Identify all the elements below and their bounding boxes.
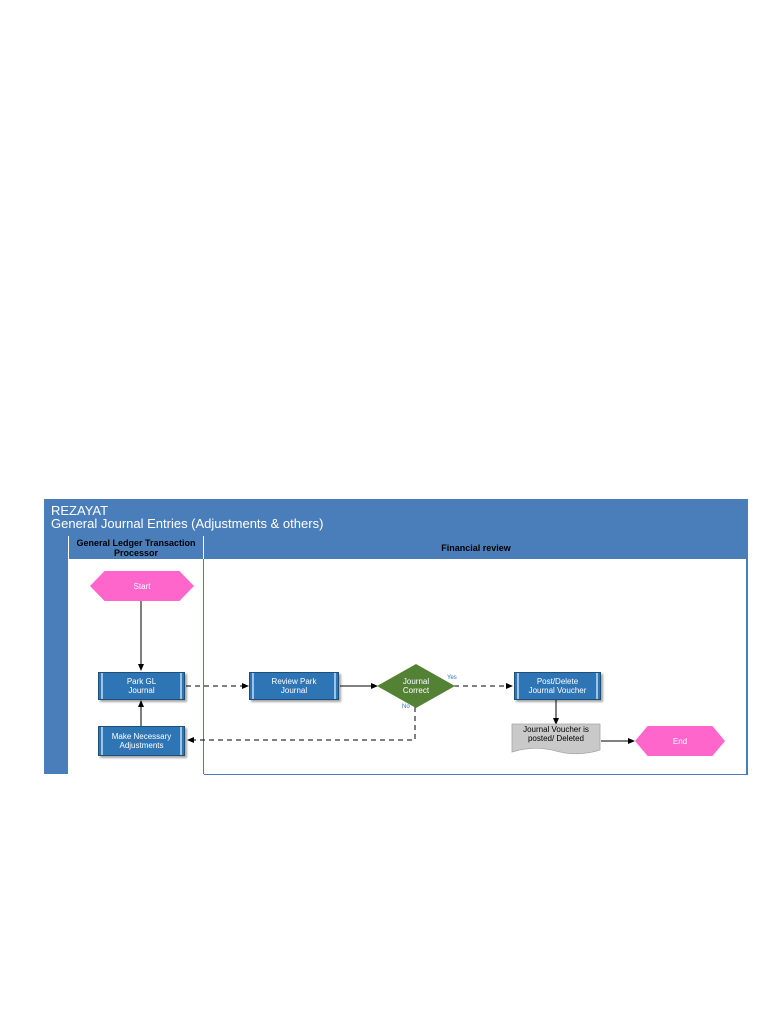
end-terminal: End xyxy=(635,726,725,756)
edge-decision-no-to-adjust xyxy=(187,707,416,743)
diagram-header: REZAYAT General Journal Entries (Adjustm… xyxy=(44,499,748,536)
adjust-label: Make Necessary Adjustments xyxy=(111,732,172,750)
document-voucher-posted: Journal Voucher is posted/ Deleted xyxy=(523,725,589,743)
connectors xyxy=(138,601,635,755)
start-terminal: Start xyxy=(90,571,194,601)
lane-header-gl-processor: General Ledger Transaction Processor xyxy=(69,536,203,559)
lane-title: General Ledger Transaction Processor xyxy=(76,537,196,558)
company-name: REZAYAT xyxy=(51,503,109,518)
park-label: Park GL Journal xyxy=(126,677,157,695)
post-label: Post/Delete Journal Voucher xyxy=(528,677,587,695)
process-park-gl-journal: Park GL Journal xyxy=(98,672,185,700)
lane-title: Financial review xyxy=(441,542,511,553)
process-review-park-journal: Review Park Journal xyxy=(249,672,339,700)
decision-label: Journal Correct xyxy=(402,677,430,695)
diagram-title: General Journal Entries (Adjustments & o… xyxy=(51,516,324,531)
no-label: No xyxy=(402,704,410,710)
process-post-delete-voucher: Post/Delete Journal Voucher xyxy=(514,672,601,700)
swimlane-flowchart: REZAYAT General Journal Entries (Adjustm… xyxy=(44,499,748,776)
lane-side-band xyxy=(44,536,68,774)
process-make-adjustments: Make Necessary Adjustments xyxy=(98,726,185,756)
lane-header-financial-review: Financial review xyxy=(204,536,748,559)
review-label: Review Park Journal xyxy=(271,677,317,695)
start-label: Start xyxy=(133,581,151,591)
document-shape xyxy=(511,723,601,755)
end-label: End xyxy=(672,736,688,746)
yes-label: Yes xyxy=(447,675,457,681)
